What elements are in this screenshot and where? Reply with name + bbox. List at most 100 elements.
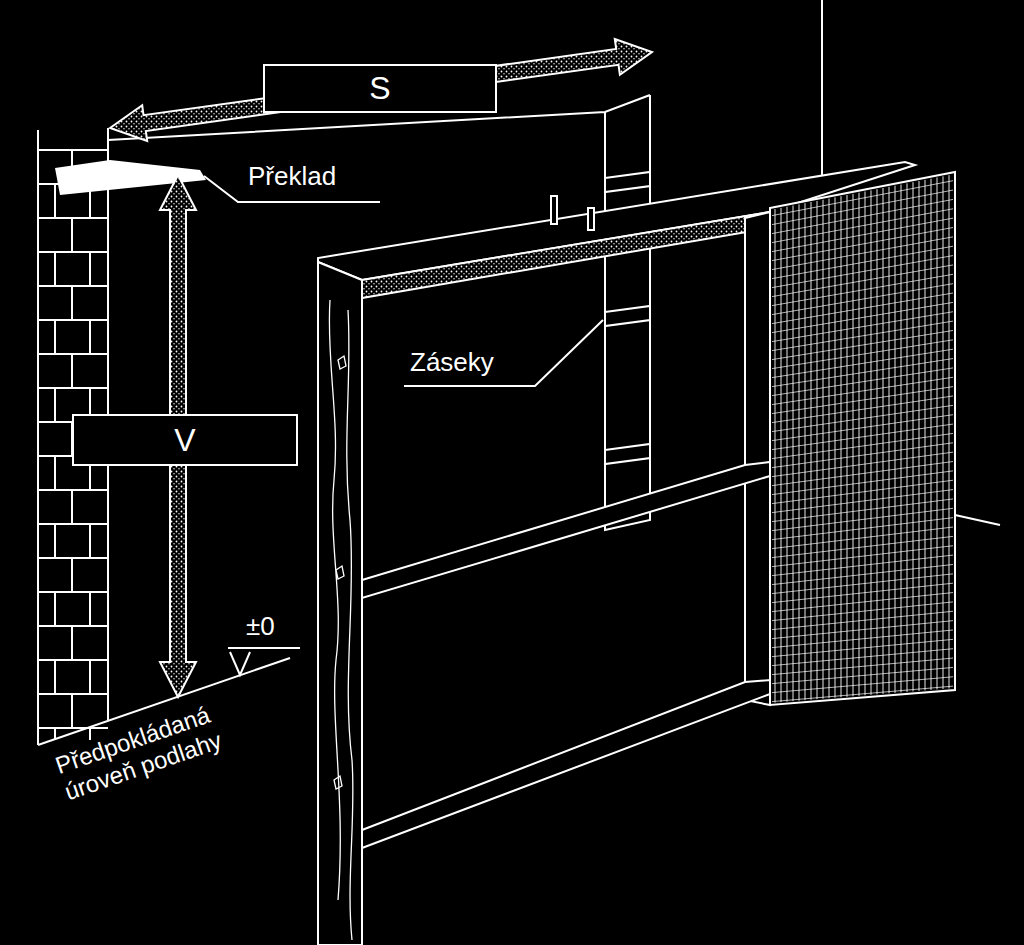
mesh-wire [772,611,953,629]
mesh-wire [811,202,812,700]
mesh-wire [772,302,953,332]
brick-joint [89,660,91,694]
brick-joint [54,388,56,422]
mesh-wire [859,193,860,696]
mesh-cassette [772,175,953,702]
mesh-wire [772,246,953,278]
mesh-wire [817,201,818,699]
mesh-wire [772,433,953,458]
dimension-symbol: S [369,72,390,104]
brick-joint [54,184,56,218]
frame-post [318,262,362,945]
mesh-wire [772,508,953,530]
brick-joint [38,727,108,729]
brick-joint [71,626,73,660]
mesh-wire [772,621,953,639]
mesh-wire [772,462,953,486]
mesh-wire [772,564,953,584]
mesh-wire [772,293,953,324]
mesh-wire [775,209,776,703]
mesh-wire [772,368,953,396]
mesh-wire [853,194,854,696]
brick-joint [71,490,73,524]
mesh-wire [772,359,953,387]
mesh-wire [772,218,953,251]
part-label: Záseky [408,348,496,378]
mesh-wire [772,443,953,468]
mesh-wire [772,574,953,594]
mesh-wire [772,583,953,602]
frame-top-beam [362,212,770,298]
brick-joint [38,319,108,321]
mesh-wire [772,312,953,342]
mesh-wire [829,199,830,699]
mesh-wire [772,527,953,549]
mesh-wire [847,195,848,697]
dimension-box: V [72,414,298,466]
brick-joint [38,659,108,661]
mesh-wire [772,490,953,513]
mesh-wire [772,686,953,701]
mesh-wire [772,237,953,270]
mesh-wire [772,256,953,288]
mesh-wire [772,349,953,377]
mesh-wire [772,518,953,540]
mesh-wire [772,593,953,612]
brick-joint [71,354,73,388]
mesh-wire [865,192,866,696]
frame-pin [551,196,557,224]
mesh-wire [772,330,953,359]
mesh-wire [772,480,953,503]
brick-joint [71,286,73,320]
brick-joint [38,523,108,525]
mesh-wire [772,181,953,216]
mesh-wire [772,649,953,666]
mesh-wire [772,452,953,476]
mesh-wire [772,499,953,522]
mesh-wire [781,208,782,702]
mesh-wire [772,546,953,567]
frame-post [745,212,770,705]
brick-joint [71,558,73,592]
mesh-wire [772,340,953,369]
mesh-wire [772,602,953,621]
mesh-wire [772,555,953,576]
dimension-arrow [110,39,652,141]
mesh-wire [772,228,953,261]
frame-rail [362,680,770,848]
mesh-wire [772,209,953,243]
dimension-symbol: V [174,424,195,456]
mesh-wire [772,199,953,233]
brick-joint [89,728,91,740]
mesh-wire [772,284,953,315]
brick-joint [89,252,91,286]
room-floor-line [955,515,1000,525]
mesh-wire [799,204,800,700]
mesh-wire [835,197,836,697]
part-label: ±0 [244,612,277,642]
brick-joint [54,252,56,286]
brick-joint [54,592,56,626]
mesh-wire [772,536,953,557]
brick-joint [89,524,91,558]
part-label: Překlad [246,162,338,192]
frame-rail [362,462,770,598]
brick-joint [38,387,108,389]
level-mark [228,648,300,675]
wood-grain [329,300,353,940]
brick-joint [54,456,56,490]
mesh-wire [772,274,953,305]
mesh-wire [772,321,953,351]
mesh-wire [877,189,878,694]
brick-joint [89,592,91,626]
mesh-wire [787,207,788,702]
brick-joint [71,218,73,252]
mesh-cassette [770,172,955,705]
mesh-wire [772,471,953,495]
mesh-wire [883,188,884,694]
mesh-wire [772,639,953,656]
mesh-wire [772,667,953,683]
mesh-wire [772,630,953,648]
